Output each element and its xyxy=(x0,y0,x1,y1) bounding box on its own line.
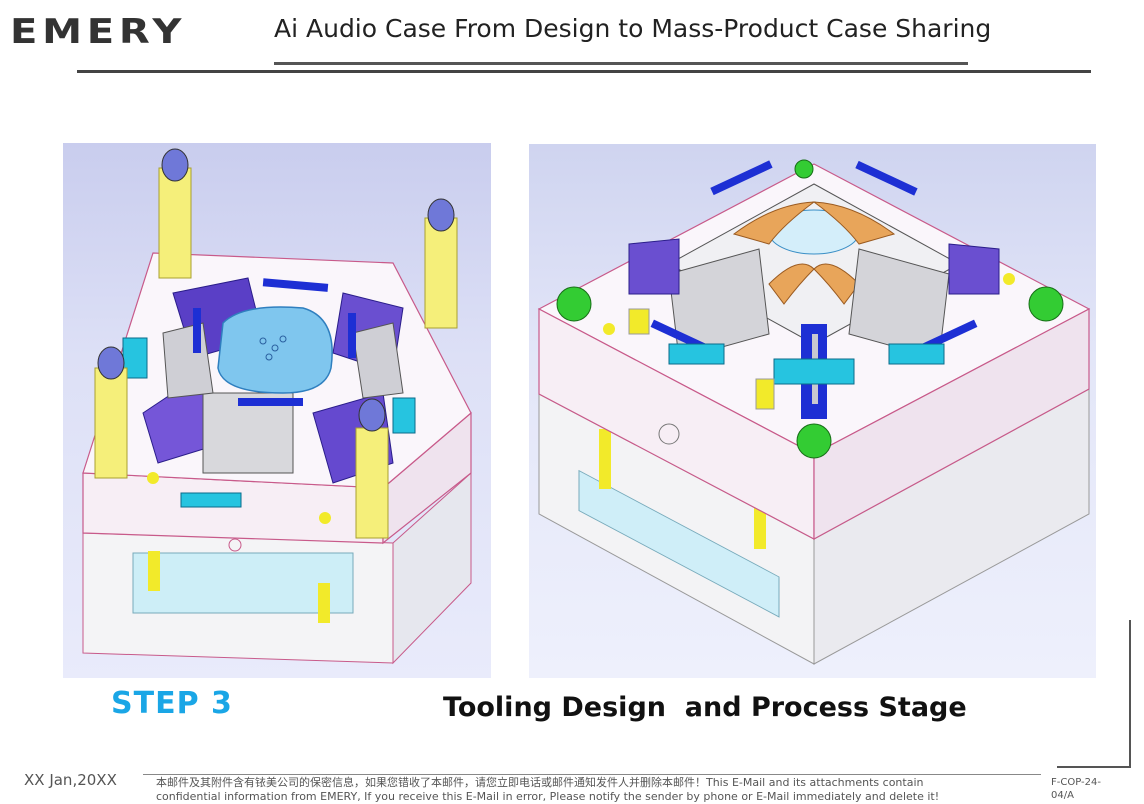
confidentiality-line-1: 本邮件及其附件含有铱美公司的保密信息，如果您错收了本邮件，请您立即电话或邮件通知… xyxy=(156,776,924,789)
stage-caption: Tooling Design and Process Stage xyxy=(443,692,967,723)
document-code-line-2: 04/A xyxy=(1051,790,1074,801)
bracket-vertical-line xyxy=(1129,620,1131,767)
mold-image-right xyxy=(529,144,1096,678)
footer-divider xyxy=(143,774,1041,775)
footer-date: XX Jan,20XX xyxy=(24,771,117,789)
document-code: F-COP-24- 04/A xyxy=(1051,776,1121,802)
bracket-horizontal-line xyxy=(1057,766,1131,768)
mold-image-left xyxy=(63,143,491,678)
page-title: Ai Audio Case From Design to Mass-Produc… xyxy=(274,14,992,43)
title-underline xyxy=(274,62,968,65)
step-label: STEP 3 xyxy=(111,686,233,721)
company-logo: EMERY xyxy=(10,12,187,52)
document-code-line-1: F-COP-24- xyxy=(1051,777,1101,788)
confidentiality-notice: 本邮件及其附件含有铱美公司的保密信息，如果您错收了本邮件，请您立即电话或邮件通知… xyxy=(156,776,1036,804)
header-divider xyxy=(77,70,1091,73)
confidentiality-line-2: confidential information from EMERY, If … xyxy=(156,790,940,803)
